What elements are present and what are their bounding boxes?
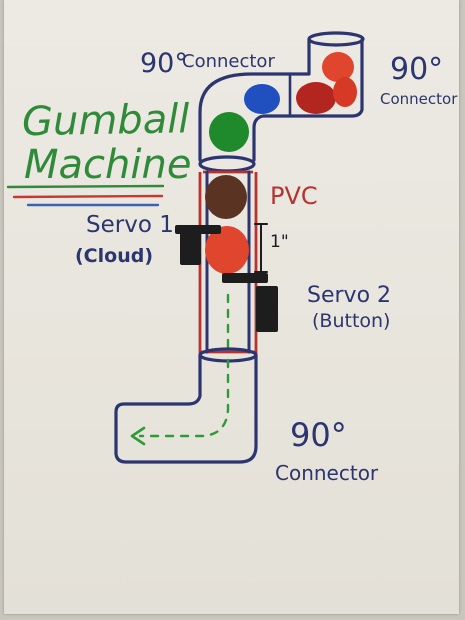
underline-red (12, 194, 164, 199)
gumball-red-top (322, 52, 354, 82)
bottom-elbow-connector (114, 347, 258, 464)
servo-2-name: Servo 2 (307, 283, 391, 308)
gumball-red-pvc (205, 226, 249, 274)
top-connector-collar (198, 155, 256, 173)
top-right-connector-degrees: 90° (390, 52, 443, 87)
gumball-dark-red (296, 82, 336, 114)
servo-1-block (175, 225, 221, 265)
gap-label: 1" (270, 232, 289, 252)
servo-1-role: (Cloud) (75, 245, 153, 267)
gumball-brown (205, 175, 247, 219)
top-right-connector-word: Connector (380, 90, 458, 108)
dashed-exit-path (138, 358, 230, 438)
top-elbow-connector (198, 31, 365, 162)
exit-arrow-icon (130, 426, 146, 446)
bottom-connector-word: Connector (275, 461, 379, 485)
top-left-connector-degrees: 90° (140, 48, 188, 79)
title-line-1: Gumball (22, 96, 190, 145)
underline-green (6, 184, 165, 189)
bottom-connector-degrees: 90° (290, 416, 347, 454)
servo-1-name: Servo 1 (86, 212, 174, 238)
gumball-green (209, 112, 249, 152)
servo-2-block (222, 273, 278, 332)
servo-2-role: (Button) (312, 310, 390, 332)
top-left-connector-word: Connector (182, 51, 275, 72)
gap-dimension-marker (254, 223, 268, 273)
pvc-label: PVC (270, 182, 318, 210)
title-line-2: Machine (24, 142, 191, 188)
gumball-blue (244, 84, 280, 114)
paper-background (4, 0, 459, 614)
gumball-red-right (333, 77, 357, 107)
